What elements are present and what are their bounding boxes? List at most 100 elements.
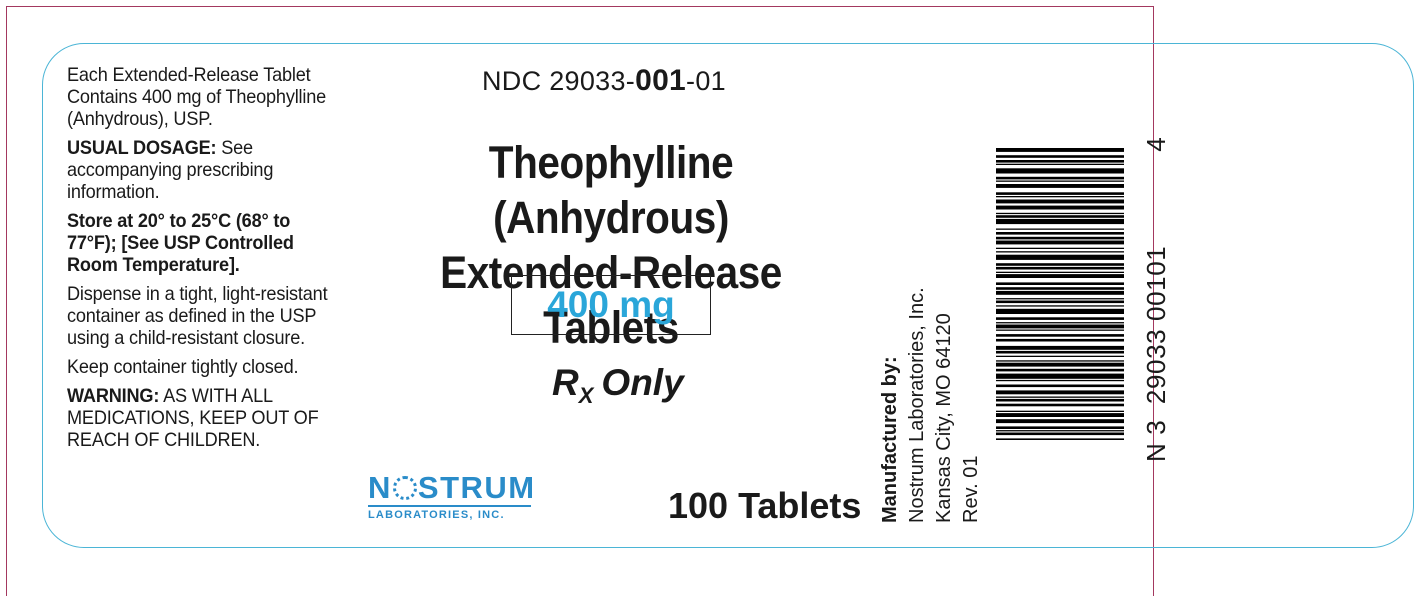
barcode-bar xyxy=(996,360,1124,362)
manufacturer-block: Manufactured by: Nostrum Laboratories, I… xyxy=(877,287,985,523)
barcode-bar xyxy=(996,180,1124,182)
barcode-bar xyxy=(996,232,1124,235)
label-info-panel: Each Extended-Release Tablet Contains 40… xyxy=(67,64,357,458)
manufacturer-address: Kansas City, MO 64120 xyxy=(933,313,955,523)
manufacturer-label-text: Manufactured by: xyxy=(879,356,901,523)
rx-subscript: X xyxy=(578,383,594,408)
product-title-line2: Extended-Release Tablets xyxy=(440,247,782,353)
keep-closed-text: Keep container tightly closed. xyxy=(67,356,299,378)
barcode-bar xyxy=(996,266,1124,270)
logo-dotted-circle-icon xyxy=(392,475,417,500)
barcode-bar xyxy=(996,155,1124,158)
barcode-bar xyxy=(996,329,1124,331)
barcode-bar xyxy=(996,413,1124,417)
barcode-bar xyxy=(996,163,1124,165)
usual-dosage-body: See accompanying prescribing information… xyxy=(67,137,274,203)
barcode-bar xyxy=(996,334,1124,337)
ndc-suffix: -01 xyxy=(686,66,726,96)
barcode-bar xyxy=(996,274,1124,278)
manufacturer-label: Manufactured by: xyxy=(877,287,904,523)
barcode-bar xyxy=(996,355,1124,357)
trim-line xyxy=(6,6,1154,596)
logo-rule xyxy=(368,505,531,507)
barcode-bar xyxy=(996,205,1124,210)
barcode-bar xyxy=(996,403,1124,407)
logo-subtitle: LABORATORIES, INC. xyxy=(368,509,505,521)
barcode-bar xyxy=(996,160,1124,163)
barcode-bar xyxy=(996,236,1124,240)
barcode-bar xyxy=(996,410,1124,412)
barcode-bar xyxy=(996,254,1124,260)
barcode-bar xyxy=(996,322,1124,324)
barcode-bar xyxy=(996,426,1124,429)
barcode-bar xyxy=(996,176,1124,180)
barcode-bar xyxy=(996,287,1124,290)
barcode-bar xyxy=(996,390,1124,395)
logo-wordmark: N STRUM xyxy=(368,472,538,503)
barcode-bar xyxy=(996,271,1124,273)
usual-dosage-label: USUAL DOSAGE: xyxy=(67,137,217,159)
rx-only: RX Only xyxy=(552,362,684,408)
manufacturer-name: Nostrum Laboratories, Inc. xyxy=(906,287,928,523)
barcode-bar xyxy=(996,290,1124,295)
barcode-bar xyxy=(996,300,1124,304)
product-title: Theophylline (Anhydrous) Extended-Releas… xyxy=(373,135,850,355)
barcode-bar xyxy=(996,398,1124,402)
barcode-left-digits: N 3 xyxy=(1141,419,1171,462)
ndc-prefix: NDC 29033- xyxy=(482,66,636,96)
barcode-bar xyxy=(996,384,1124,388)
label-outline xyxy=(42,43,1414,548)
barcode-bar xyxy=(996,215,1124,218)
barcode-bar xyxy=(996,438,1124,440)
barcode-bar xyxy=(996,430,1124,432)
warning-body: AS WITH ALL MEDICATIONS, KEEP OUT OF REA… xyxy=(67,385,319,451)
barcode-bar xyxy=(996,373,1124,379)
barcode-bar xyxy=(996,240,1124,245)
logo-letters-rest: STRUM xyxy=(417,470,536,505)
barcode-bar xyxy=(996,282,1124,285)
dispense-text: Dispense in a tight, light-resistant con… xyxy=(67,283,328,349)
revision: Rev. 01 xyxy=(960,455,982,523)
barcode xyxy=(996,148,1124,440)
ndc-code: NDC 29033-001-01 xyxy=(482,64,726,98)
barcode-bar xyxy=(996,362,1124,367)
warning-label: WARNING: xyxy=(67,385,160,407)
barcode-bar xyxy=(996,345,1124,350)
usual-dosage-text: USUAL DOSAGE: See accompanying prescribi… xyxy=(67,137,337,203)
barcode-check-digit: 4 xyxy=(1141,136,1171,152)
barcode-bar xyxy=(996,263,1124,266)
barcode-bar xyxy=(996,419,1124,424)
barcode-bar xyxy=(996,228,1124,230)
barcode-bar xyxy=(996,148,1124,152)
nostrum-logo: N STRUM LABORATORIES, INC. xyxy=(368,472,538,521)
warning-text: WARNING: AS WITH ALL MEDICATIONS, KEEP O… xyxy=(67,385,337,451)
storage-text: Store at 20° to 25°C (68° to 77°F); [See… xyxy=(67,210,337,276)
barcode-bar xyxy=(996,379,1124,382)
barcode-bar xyxy=(996,199,1124,204)
barcode-bar xyxy=(996,168,1124,174)
logo-letter-n: N xyxy=(368,470,392,505)
barcode-bar xyxy=(996,324,1124,329)
barcode-bar xyxy=(996,212,1124,215)
barcode-bar xyxy=(996,192,1124,195)
tablet-contents-text: Each Extended-Release Tablet Contains 40… xyxy=(67,64,327,130)
rx-symbol: R xyxy=(552,362,579,403)
tablet-count: 100 Tablets xyxy=(668,485,862,526)
storage-body: Store at 20° to 25°C (68° to 77°F); [See… xyxy=(67,210,294,276)
barcode-bar xyxy=(996,368,1124,372)
barcode-bar xyxy=(996,338,1124,342)
strength-value: 400 mg xyxy=(547,284,675,325)
rx-only-text: Only xyxy=(601,362,684,403)
barcode-digits: N 3 29033 00101 4 xyxy=(1141,136,1171,462)
barcode-bar xyxy=(996,432,1124,436)
barcode-bar xyxy=(996,247,1124,249)
barcode-bar xyxy=(996,298,1124,300)
barcode-bar xyxy=(996,196,1124,198)
product-title-line1: Theophylline (Anhydrous) xyxy=(488,137,734,243)
barcode-bar xyxy=(996,218,1124,225)
barcode-bar xyxy=(996,251,1124,253)
barcode-bar xyxy=(996,317,1124,320)
barcode-middle-digits: 29033 00101 xyxy=(1141,245,1171,405)
barcode-bar xyxy=(996,308,1124,314)
barcode-bar xyxy=(996,305,1124,307)
